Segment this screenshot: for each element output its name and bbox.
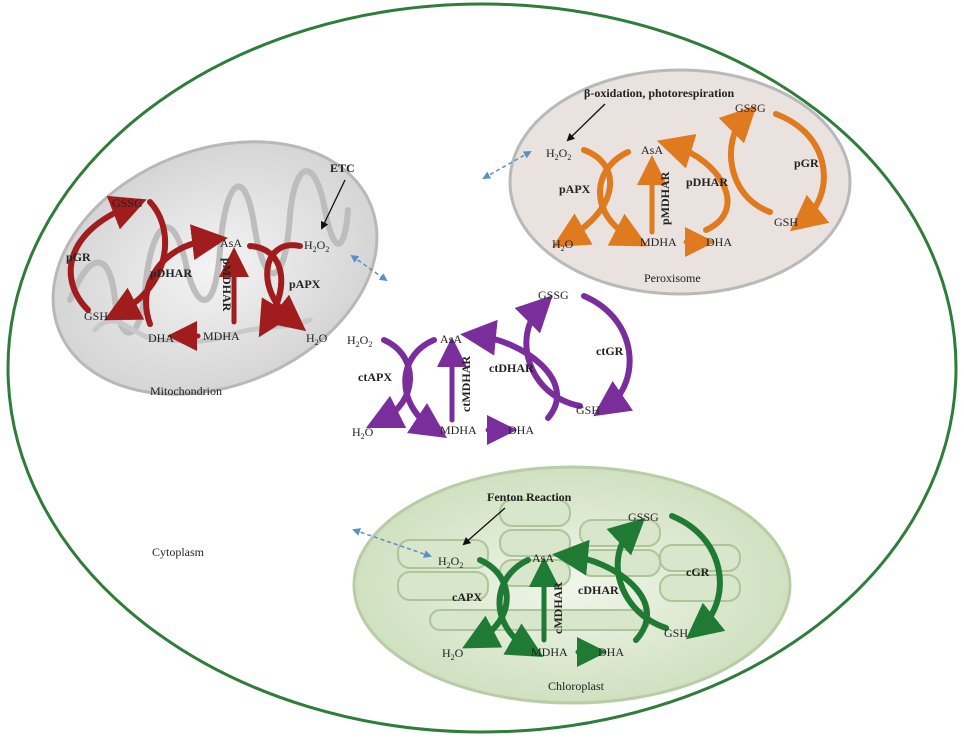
mito-apx-label: pAPX [289,277,321,291]
perox-source-arrow [566,103,606,142]
cyto-gsh: GSH [576,403,600,417]
diffusion-arrow-perox-cyto [482,151,532,179]
peroxisome-outline [508,68,852,296]
perox-source-label: β-oxidation, photorespiration [584,86,734,100]
mito-mdha: MDHA [203,329,240,343]
cytosol-cycle [365,293,634,445]
mitochondrion-label: Mitochondrion [150,384,222,398]
perox-apx-arrow-1 [552,147,614,248]
chloroplast-cycle [462,513,726,667]
peroxisome-label: Peroxisome [644,271,701,285]
mito-etc-label: ETC [330,161,355,175]
cyto-gr-arrow [581,293,634,417]
mito-dhar-arrow-2 [104,199,169,321]
mito-mdhar-label: pMDHAR [220,258,234,312]
chloro-mdha: MDHA [531,645,568,659]
cyto-apx-arrow-2 [402,337,447,438]
cyto-dhar-arrow-2 [514,295,583,409]
chloro-gssg: GSSG [628,510,659,524]
peroxisome-cycle [552,105,830,257]
chloro-h2o2: H2O2 [438,554,463,570]
perox-dhar-arrow-2 [718,105,773,215]
cyto-gssg: GSSG [538,288,569,302]
perox-mdhar-label: pMDHAR [658,171,672,225]
mito-gr-arrow [67,195,147,313]
chloro-mdhar-label: cMDHAR [551,582,565,634]
cyto-asa: AsA [440,332,462,346]
chloro-apx-arrow-1 [462,557,510,649]
chloro-gr-arrow [669,513,726,640]
perox-h2o2: H2O2 [546,146,571,162]
chloro-source-arrow [462,507,506,546]
mito-apx-arrow-2 [247,243,293,338]
mitochondrion-cycle [67,195,307,351]
chloro-dhar-arrow-1 [552,539,650,643]
chloroplast-label: Chloroplast [548,679,605,693]
mito-h2o: H2O [306,331,328,347]
chloro-dhar-label: cDHAR [578,583,619,597]
chloro-gr-label: cGR [686,565,710,579]
cyto-dhar-label: ctDHAR [489,361,534,375]
chloro-gsh: GSH [664,626,688,640]
perox-mdha: MDHA [640,235,677,249]
perox-asa: AsA [641,143,663,157]
perox-dhar-label: pDHAR [686,175,728,189]
cyto-apx-arrow-1 [365,337,413,429]
perox-gsh: GSH [774,215,798,229]
mito-gr-label: pGR [66,250,91,264]
cyto-h2o: H2O [352,425,374,441]
mito-dhar-arrow-1 [143,224,228,327]
mito-asa: AsA [220,236,242,250]
chloro-apx-label: cAPX [452,590,482,604]
cyto-apx-label: ctAPX [358,370,392,384]
perox-dha: DHA [706,235,732,249]
diffusion-arrow-chloro-cyto [352,528,432,558]
cyto-dhar-arrow-1 [460,319,560,421]
perox-apx-arrow-2 [597,149,648,247]
perox-gr-arrow [773,111,830,232]
perox-gssg: GSSG [735,101,766,115]
chloroplast [352,465,792,705]
cyto-h2o2: H2O2 [347,333,372,349]
perox-gr-label: pGR [794,156,819,170]
mito-h2o2: H2O2 [304,238,329,254]
perox-apx-label: pAPX [559,182,591,196]
cytoplasm-label: Cytoplasm [152,545,205,559]
cyto-mdhar-label: ctMDHAR [459,356,473,412]
mito-gsh: GSH [84,309,108,323]
cyto-mdha: MDHA [440,423,477,437]
chloro-dhar-arrow-2 [606,517,669,631]
chloro-asa: AsA [532,551,554,565]
mito-gssg: GSSG [112,196,143,210]
perox-h2o: H2O [552,237,574,253]
mito-dha: DHA [148,331,174,345]
perox-dhar-arrow-1 [656,134,731,233]
chloro-apx-arrow-2 [496,557,544,658]
chloro-dha: DHA [598,645,624,659]
cyto-gr-label: ctGR [596,344,624,358]
mito-etc-arrow [320,179,346,230]
mito-dhar-label: pDHAR [150,266,192,280]
cyto-dha: DHA [508,423,534,437]
chloro-source-label: Fenton Reaction [487,490,572,504]
chloro-h2o: H2O [442,646,464,662]
